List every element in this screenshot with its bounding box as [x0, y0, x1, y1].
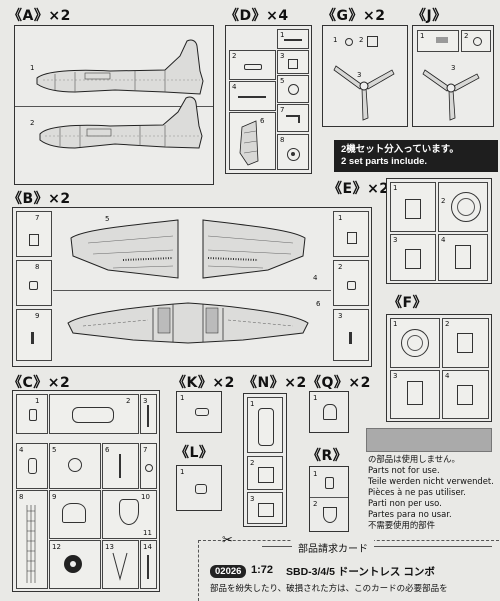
sprue-a-frame: 1 2 [14, 25, 214, 185]
part-cell: 2 [333, 260, 369, 306]
sprue-j-frame: 1 2 3 [412, 25, 494, 127]
part-cell: 2 [438, 182, 488, 232]
propeller-icon [422, 69, 480, 121]
part-cell: 7 [140, 443, 157, 489]
part-cell: 6 [102, 443, 139, 489]
part-cell: 9 [16, 309, 52, 361]
sprue-d-frame: 1 2 3 4 5 6 7 8 [225, 25, 312, 174]
sprue-k-frame: 1 [176, 391, 222, 433]
part-cell: 13 [102, 540, 139, 589]
part-cell: 6 [229, 112, 276, 170]
sprue-l-label: 《L》 [175, 445, 214, 461]
part-cell: 5 [277, 75, 309, 103]
sprue-j-label: 《J》 [412, 8, 447, 24]
order-card-code: 02026 [210, 565, 247, 578]
sprue-f-label: 《F》 [388, 295, 428, 311]
part-cell: 2 [442, 318, 489, 368]
sprue-r-label: 《R》 [307, 448, 348, 464]
part-cell: 10 [102, 490, 157, 539]
part-cell: 1 [417, 30, 459, 52]
not-for-use-legend: の部品は使用しません。 Parts not for use. Teile wer… [368, 454, 494, 530]
sprue-b-frame: 7 8 9 1 2 3 5 4 6 [12, 207, 372, 367]
sprue-l-frame: 1 [176, 465, 222, 511]
fuselage-icon [36, 39, 204, 149]
sprue-a-label: 《A》×2 [8, 8, 71, 24]
not-for-use-swatch [366, 428, 492, 452]
sprue-q-frame: 1 [309, 391, 349, 433]
sprue-c-frame: 1 2 3 4 5 6 7 8 9 10 12 13 14 11 [12, 390, 160, 592]
order-card-model: SBD-3/4/5 ドーントレス コンボ [286, 566, 435, 578]
part-cell: 3 [390, 234, 436, 281]
sprue-e-label: 《E》×2 [328, 181, 390, 197]
part-cell: 1 [390, 318, 440, 368]
scissors-icon: ✂ [222, 532, 233, 547]
part-cell: 2 [247, 456, 283, 490]
part-cell: 2 [229, 50, 276, 80]
part-number: 2 [30, 119, 35, 127]
sprue-n-frame: 1 2 3 [243, 393, 287, 527]
part-cell: 4 [16, 443, 48, 489]
propeller-icon [333, 65, 395, 121]
wing-icon [67, 219, 309, 344]
sprue-n-label: 《N》×2 [243, 375, 307, 391]
part-cell: 3 [277, 50, 309, 74]
part-cell: 4 [438, 234, 488, 281]
sprue-r-frame: 1 2 [309, 466, 349, 532]
sprue-k-label: 《K》×2 [172, 375, 235, 391]
part-cell: 7 [277, 104, 309, 132]
part-cell: 8 [16, 490, 48, 589]
sprue-d-label: 《D》×4 [225, 8, 289, 24]
part-cell: 14 [140, 540, 157, 589]
sprue-b-label: 《B》×2 [8, 191, 71, 207]
part-cell: 3 [390, 370, 440, 419]
part-cell: 4 [442, 370, 489, 419]
part-cell: 4 [229, 81, 276, 111]
part-cell: 3 [247, 492, 283, 524]
part-cell: 9 [49, 490, 101, 539]
part-cell: 8 [277, 134, 309, 170]
sprue-c-label: 《C》×2 [8, 375, 71, 391]
sprue-g-frame: 1 2 3 [322, 25, 408, 127]
part-cell: 1 [333, 211, 369, 257]
sprue-f-frame: 1 2 3 4 [386, 314, 492, 422]
part-cell: 2 [461, 30, 491, 52]
set-note: 2機セット分入っています。 2 set parts include. [334, 140, 498, 172]
order-card-scale: 1:72 [251, 564, 274, 576]
part-cell: 8 [16, 260, 52, 306]
sprue-q-label: 《Q》×2 [307, 375, 371, 391]
part-cell: 3 [333, 309, 369, 361]
part-cell: 2 [49, 394, 139, 434]
order-card-footer: 部品を紛失したり、破損された方は、このカードの必要部品を [210, 583, 448, 593]
part-cell: 1 [247, 397, 283, 453]
sprue-e-frame: 1 2 3 4 [386, 178, 492, 284]
part-cell: 7 [16, 211, 52, 257]
part-cell: 3 [140, 394, 157, 434]
part-cell: 1 [277, 29, 309, 49]
part-cell: 1 [390, 182, 436, 232]
part-cell: 1 [16, 394, 48, 434]
sprue-g-label: 《G》×2 [322, 8, 386, 24]
part-cell: 12 [49, 540, 101, 589]
order-card-title: 部品請求カード [292, 540, 374, 555]
part-cell: 5 [49, 443, 101, 489]
part-number: 1 [30, 64, 35, 72]
